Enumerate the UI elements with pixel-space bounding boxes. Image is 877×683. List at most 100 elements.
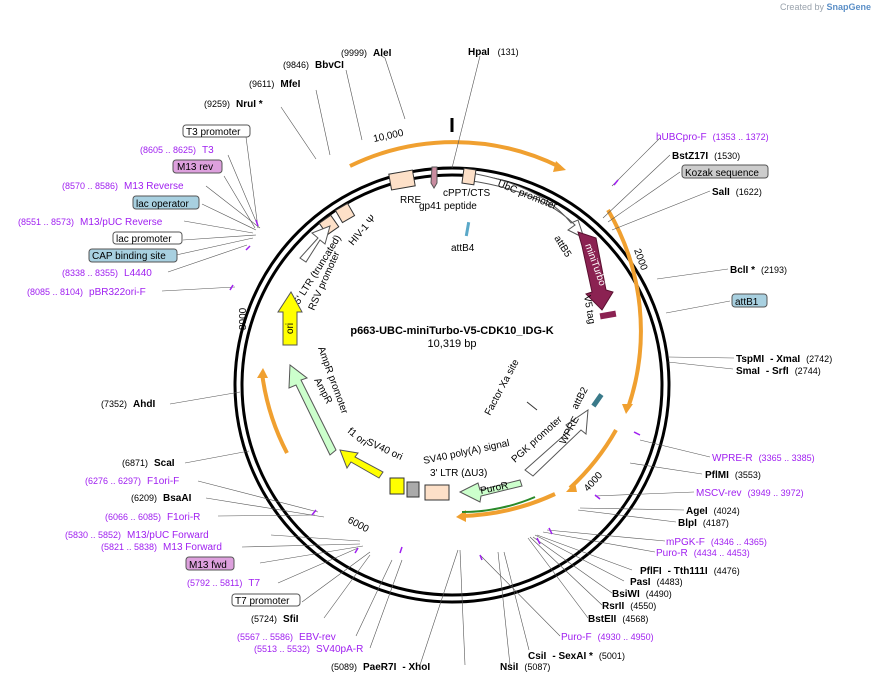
created-by: Created by <box>779 2 824 12</box>
backbone-inner <box>240 173 664 597</box>
ubc-promoter-label: UbC promoter <box>496 179 559 213</box>
snapgene-credit: Created by SnapGene <box>780 2 871 12</box>
lac-promoter-text: lac promoter <box>116 234 172 245</box>
ampr-arrow <box>288 364 337 456</box>
rsrii-label: RsrII(4550) <box>602 601 656 612</box>
factor-xa-tick <box>526 401 538 411</box>
pflmi-label: PflMI(3553) <box>705 470 761 481</box>
rre-label: RRE <box>400 195 421 206</box>
t3-label: (8605 .. 8625)T3 <box>140 145 214 156</box>
cap-binding-text: CAP binding site <box>92 251 166 262</box>
orange-arc-top-head <box>553 161 566 172</box>
m13-puc-forward-label: (5830 .. 5852)M13/pUC Forward <box>65 530 209 541</box>
ltr3-box <box>424 484 450 501</box>
attb1-box <box>731 293 768 308</box>
primer-ticks <box>229 179 641 561</box>
puro-r-label: Puro-R(4434 .. 4453) <box>656 548 750 559</box>
factor-xa-label: Factor Xa site <box>483 357 522 417</box>
pasi-label: PasI(4483) <box>630 577 683 588</box>
bsaai-label: (6209)BsaAI <box>131 493 192 504</box>
lac-operator-box <box>132 195 200 210</box>
bsteii-label: BstEII(4568) <box>588 614 648 625</box>
green-underline <box>461 496 536 513</box>
gray-ltr-box <box>498 270 510 280</box>
kozak-box <box>681 164 769 179</box>
orange-arc-bottom-head <box>456 510 466 522</box>
agei-label: AgeI(4024) <box>686 506 740 517</box>
puror-arrow <box>458 479 523 503</box>
leader-lines <box>161 54 735 666</box>
attb2-box <box>591 393 604 408</box>
m13-reverse-label: (8570 .. 8586)M13 Reverse <box>62 181 184 192</box>
orange-arc-right2-head <box>566 482 577 492</box>
orange-arc-right-head <box>622 404 633 414</box>
sali-label: SalI(1622) <box>712 187 762 198</box>
sfii-label: (5724)SfiI <box>251 614 299 625</box>
t3-promoter-box <box>182 124 251 138</box>
blpi-label: BlpI(4187) <box>678 518 729 529</box>
mfei-label: (9611)MfeI <box>249 79 301 90</box>
tspmi-label: TspMI- XmaI(2742) <box>736 354 832 365</box>
attb4-label: attB4 <box>451 243 475 254</box>
v5-tag-label: V5 tag <box>581 295 597 325</box>
gp41-label: gp41 peptide <box>419 201 477 212</box>
small-gray-box <box>406 481 420 498</box>
bbvci-label: (9846)BbvCI <box>283 60 344 71</box>
t7-promoter-text: T7 promoter <box>235 596 290 607</box>
sv40-ori-box <box>389 477 405 495</box>
nsii-label: NsiI(5087) <box>500 662 550 673</box>
cppt-box <box>461 167 477 186</box>
ruler-6000: 6000 <box>346 515 371 535</box>
orange-arc-bottom <box>461 492 556 518</box>
bsiwi-label: BsiWI(4490) <box>612 589 672 600</box>
bstz17i-label: BstZ17I(1530) <box>672 151 740 162</box>
ahdi-label: (7352)AhdI <box>101 399 155 410</box>
t7-promoter-box <box>231 593 301 607</box>
plasmid-length: 10,319 bp <box>428 338 477 350</box>
ltr5-arrow <box>299 225 331 263</box>
puro-f-label: Puro-F(4930 .. 4950) <box>561 632 654 643</box>
wpre-r-label: WPRE-R(3365 .. 3385) <box>712 453 815 464</box>
orange-arc-top <box>349 140 561 169</box>
ruler-10000: 10,000 <box>372 128 405 145</box>
orange-arc-left <box>260 372 289 454</box>
t3-promoter-text: T3 promoter <box>186 127 241 138</box>
l4440-label: (8338 .. 8355)L4440 <box>62 268 152 279</box>
miniturbo-arrow <box>577 231 614 311</box>
ebv-rev-label: (5567 .. 5586)EBV-rev <box>237 632 336 643</box>
attb1-text: attB1 <box>735 297 759 308</box>
puror-label: PuroR <box>479 480 509 497</box>
rre-box <box>388 169 416 191</box>
m13-forward-label: (5821 .. 5838)M13 Forward <box>101 542 222 553</box>
lac-operator-text: lac operator <box>136 199 189 210</box>
plasmid-name: p663-UBC-miniTurbo-V5-CDK10_IDG-K <box>350 325 553 337</box>
csii-label: CsiI- SexAI *(5001) <box>528 651 625 662</box>
pflfi-label: PflFI- Tth111I(4476) <box>640 566 740 577</box>
m13-puc-reverse-label: (8551 .. 8573)M13/pUC Reverse <box>18 217 163 228</box>
hubcpro-f-label: hUBCpro-F(1353 .. 1372) <box>656 132 769 143</box>
v5-tag-box <box>599 310 617 320</box>
kozak-text: Kozak sequence <box>685 168 759 179</box>
m13fwd-text: M13 fwd <box>189 560 227 571</box>
cppt-label: cPPT/CTS <box>443 188 491 199</box>
alei-label: (9999)AleI <box>341 48 392 59</box>
smai-label: SmaI- SrfI(2744) <box>736 366 821 377</box>
pbr322-label: (8085 .. 8104)pBR322ori-F <box>27 287 146 298</box>
paer7i-label: (5089)PaeR7I- XhoI <box>331 662 430 673</box>
f1-ori-arrow <box>339 449 384 479</box>
m13rev-text: M13 rev <box>177 162 213 173</box>
f1ori-f-label: (6276 .. 6297)F1ori-F <box>85 476 179 487</box>
gp41-arrow <box>430 166 438 189</box>
m13fwd-box <box>185 556 235 571</box>
scai-label: (6871)ScaI <box>122 458 175 469</box>
pgk-promoter-arrow <box>524 408 589 477</box>
hpai-label: HpaI(131) <box>468 47 519 58</box>
snapgene-logo: SnapGene <box>826 2 871 12</box>
f1ori-r-label: (6066 .. 6085)F1ori-R <box>105 512 200 523</box>
ori-label: ori <box>285 323 296 334</box>
m13rev-box <box>172 159 223 174</box>
ubc-promoter-arrow <box>464 171 585 239</box>
orange-arc-left-head <box>257 368 268 378</box>
pgk-promoter-label: PGK promoter <box>510 414 565 465</box>
